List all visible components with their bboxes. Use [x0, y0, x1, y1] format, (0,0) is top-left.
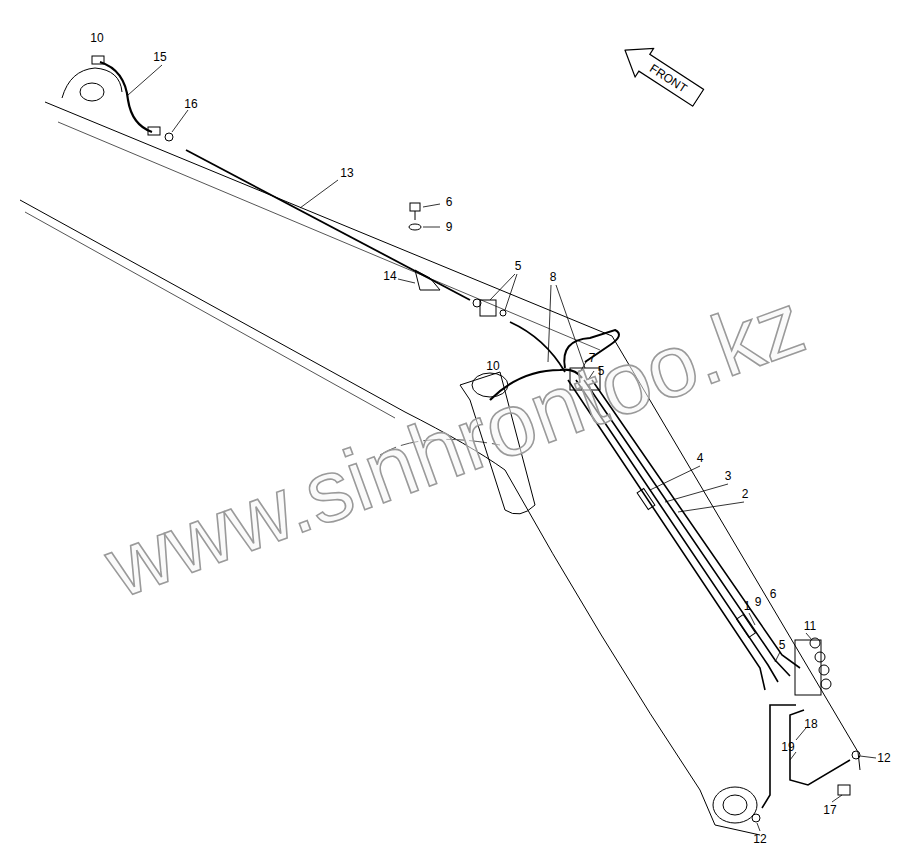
callout-number: 16	[184, 98, 197, 111]
boom-foot-boss	[713, 787, 757, 823]
fitting	[752, 814, 760, 822]
callout-number: 5	[515, 260, 522, 273]
callout-number: 6	[446, 196, 453, 209]
callout-number: 11	[804, 620, 816, 633]
callout-number: 9	[755, 596, 762, 609]
callout-number: 10	[486, 360, 499, 373]
callout-number: 17	[823, 804, 836, 817]
pipe-clamp	[637, 488, 655, 509]
bolt	[415, 211, 416, 220]
fitting-block	[795, 640, 821, 695]
bolt	[410, 203, 420, 211]
callout-number: 10	[90, 32, 103, 45]
callout-number: 2	[742, 488, 749, 501]
arrow-outline	[616, 36, 708, 112]
boom-edge	[45, 102, 612, 336]
boom-edge	[25, 212, 395, 418]
callout-number: 13	[340, 167, 353, 180]
callout-number: 5	[779, 639, 786, 652]
boom-edge	[58, 122, 600, 350]
callout-number: 6	[770, 588, 777, 601]
fitting	[148, 127, 160, 135]
fitting	[815, 652, 825, 662]
callout-number: 1	[744, 600, 751, 613]
callout-number: 12	[877, 752, 890, 765]
callout-number: 4	[697, 452, 704, 465]
watermark: www.sinhrontoo.kz	[95, 277, 815, 612]
boom-edge	[505, 470, 715, 825]
callout-number: 14	[383, 270, 396, 283]
pipe-clamp	[737, 615, 756, 638]
callout-number: 8	[550, 271, 557, 284]
callout-number: 9	[446, 221, 453, 234]
fitting	[852, 751, 860, 759]
callout-number: 15	[153, 51, 166, 64]
clamp	[415, 270, 440, 290]
callout-number: 19	[781, 741, 794, 754]
pipe	[762, 705, 796, 808]
callout-number: 12	[753, 833, 766, 846]
boom-top-boss	[80, 83, 104, 101]
block	[480, 300, 496, 316]
pipe	[186, 150, 470, 300]
o-ring	[500, 310, 506, 316]
o-ring	[165, 133, 173, 141]
fitting	[819, 665, 829, 675]
pipe	[790, 710, 850, 785]
fitting	[821, 679, 831, 689]
front-arrow: FRONT	[615, 35, 710, 114]
plug	[838, 785, 850, 795]
fitting	[92, 56, 104, 64]
boom-foot-boss	[723, 795, 747, 815]
callout-number: 18	[804, 718, 817, 731]
washer	[409, 224, 421, 230]
hose	[100, 62, 152, 132]
callout-number: 3	[725, 470, 732, 483]
